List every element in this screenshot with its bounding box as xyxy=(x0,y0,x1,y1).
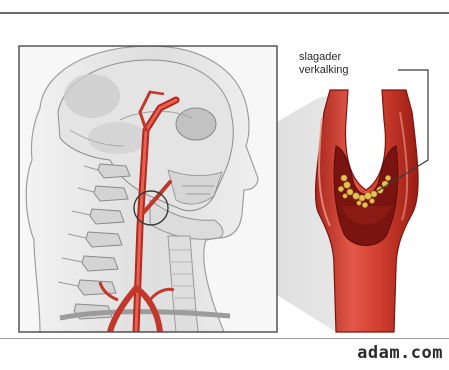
callout-line-2: verkalking xyxy=(299,64,349,77)
bottom-rule xyxy=(0,338,449,339)
head-neck-panel xyxy=(19,46,277,332)
callout-label: slagader verkalking xyxy=(299,51,349,77)
credit-text: adam.com xyxy=(357,343,443,363)
callout-line-1: slagader xyxy=(299,51,349,64)
